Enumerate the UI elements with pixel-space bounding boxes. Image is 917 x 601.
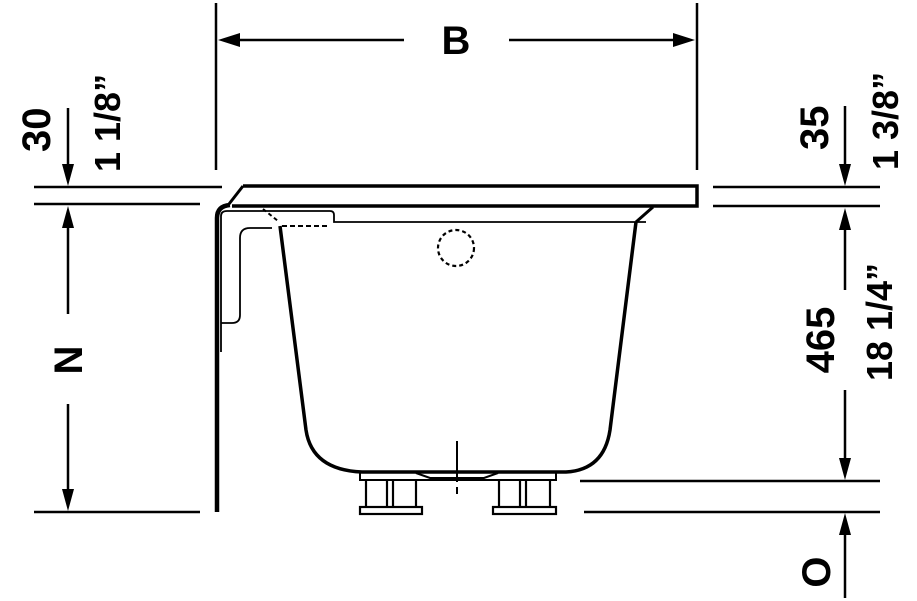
dimension-depth: 465 18 1/4” (580, 208, 900, 483)
dimension-rim-left: 30 1 1/8” (15, 74, 222, 206)
arrow-down-icon (839, 164, 851, 186)
arrow-up-icon (839, 513, 851, 535)
dimension-o: O (584, 510, 880, 598)
foot-pad (491, 505, 558, 516)
rim-left-inch: 1 1/8” (87, 74, 128, 172)
arrow-down-icon (62, 489, 74, 511)
rim-right-mm: 35 (793, 106, 837, 151)
dimension-n: N (34, 206, 200, 514)
bathtub-section (214, 184, 699, 512)
arrow-right-icon (673, 33, 695, 47)
arrow-down-icon (839, 458, 851, 480)
foot-right (491, 481, 558, 516)
rim-step-right (635, 205, 654, 224)
rim-bevel (227, 185, 245, 205)
depth-inch: 18 1/4” (859, 263, 900, 381)
dimension-label-n: N (47, 346, 91, 375)
rim-slab (232, 184, 699, 208)
dimension-label-o: O (795, 556, 839, 587)
apron-inner (220, 210, 646, 352)
rim-left-mm: 30 (15, 108, 59, 153)
apron-outer (214, 202, 231, 512)
arrow-up-icon (62, 206, 74, 228)
apron-return (221, 227, 272, 324)
dimension-label-b: B (442, 19, 471, 63)
tub-basin (278, 221, 638, 474)
dimension-rim-right: 35 1 3/8” (713, 72, 906, 208)
foot-pad (358, 505, 424, 516)
hidden-edge-diagonal (262, 208, 279, 222)
arrow-up-icon (839, 208, 851, 230)
overflow-hole-icon (436, 228, 476, 268)
foot-left (358, 481, 424, 516)
rim-right-inch: 1 3/8” (865, 72, 906, 170)
depth-mm: 465 (799, 307, 843, 374)
arrow-down-icon (62, 164, 74, 186)
arrow-left-icon (218, 33, 240, 47)
dimension-b: B (214, 3, 699, 170)
